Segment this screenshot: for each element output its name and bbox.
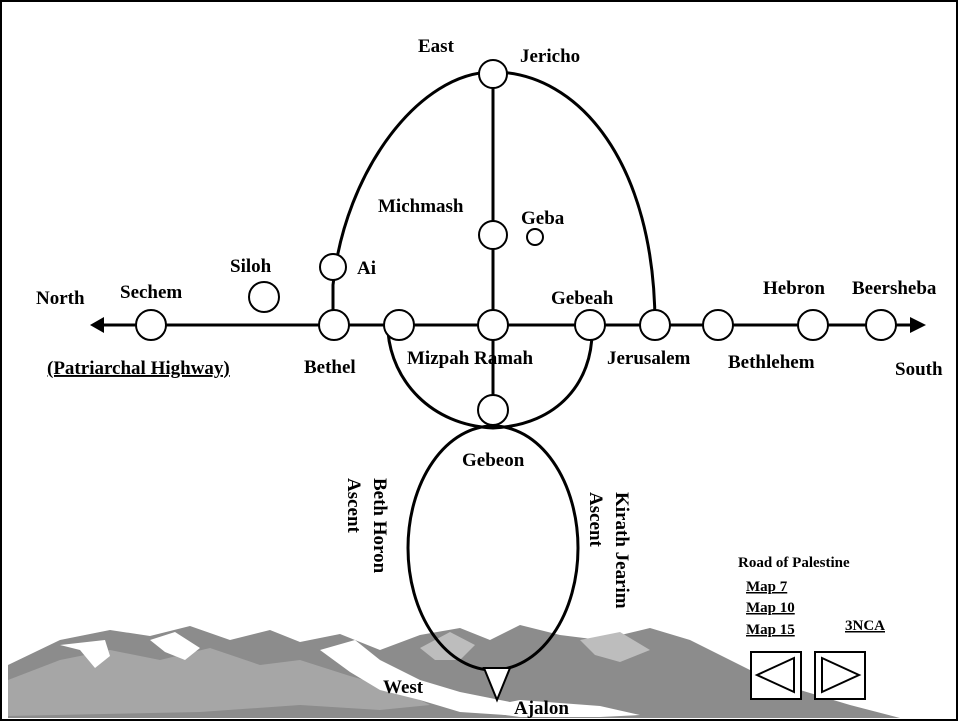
direction-south: South — [895, 359, 943, 380]
direction-west: West — [383, 677, 424, 698]
label-mizpah: Mizpah — [407, 348, 470, 369]
next-button[interactable] — [814, 651, 866, 700]
kirath-jearim-ascent-label: Kirath Jearim Ascent — [585, 492, 632, 609]
node-sechem — [135, 309, 167, 341]
next-arrow-icon[interactable] — [821, 656, 862, 694]
node-jericho — [478, 59, 508, 89]
legend-title: Road of Palestine — [738, 555, 850, 571]
map-7-link[interactable]: Map 7 — [746, 579, 788, 595]
prev-button[interactable] — [750, 651, 802, 700]
ajalon-marker-icon — [482, 667, 512, 703]
node-bethlehem — [702, 309, 734, 341]
map-10-link[interactable]: Map 10 — [746, 600, 795, 616]
mizpah-gebeah-road — [386, 331, 594, 430]
mountain-backdrop — [8, 625, 900, 718]
beth-horon-line1: Beth Horon — [369, 478, 390, 574]
node-michmash — [478, 220, 508, 250]
label-ramah: Ramah — [474, 348, 534, 369]
kirath-jearim-line2: Ascent — [585, 492, 606, 548]
node-ai — [319, 253, 347, 281]
node-hebron — [797, 309, 829, 341]
label-ajalon: Ajalon — [514, 698, 569, 719]
node-ramah — [477, 309, 509, 341]
labels: East Jericho Michmash Geba Ai Siloh Nort… — [36, 36, 943, 719]
north-arrowhead — [90, 317, 104, 333]
beth-horon-ascent-label: Beth Horon Ascent — [343, 478, 390, 574]
node-geba — [526, 228, 544, 246]
map-15-link[interactable]: Map 15 — [746, 622, 795, 638]
south-arrowhead — [910, 317, 926, 333]
prev-arrow-icon[interactable] — [754, 656, 795, 694]
label-jerusalem: Jerusalem — [607, 348, 691, 369]
label-siloh: Siloh — [230, 256, 272, 277]
label-beersheba: Beersheba — [852, 278, 937, 299]
patriarchal-highway-label: (Patriarchal Highway) — [47, 358, 230, 379]
code-3nca-link[interactable]: 3NCA — [845, 618, 885, 634]
direction-north: North — [36, 288, 85, 309]
label-bethel: Bethel — [304, 357, 356, 378]
label-gebeah: Gebeah — [551, 288, 614, 309]
node-beersheba — [865, 309, 897, 341]
node-bethel — [318, 309, 350, 341]
label-sechem: Sechem — [120, 282, 182, 303]
label-bethlehem: Bethlehem — [728, 352, 815, 373]
map-legend: Road of Palestine Map 7 Map 10 Map 15 3N… — [738, 555, 885, 700]
node-gebeah — [574, 309, 606, 341]
kirath-jearim-line1: Kirath Jearim — [611, 492, 632, 609]
node-jerusalem — [639, 309, 671, 341]
label-geba: Geba — [521, 208, 565, 229]
label-jericho: Jericho — [520, 46, 580, 67]
node-siloh — [248, 281, 280, 313]
label-hebron: Hebron — [763, 278, 825, 299]
beth-horon-line2: Ascent — [343, 478, 364, 534]
direction-east: East — [418, 36, 455, 57]
node-gebeon — [477, 394, 509, 426]
label-gebeon: Gebeon — [462, 450, 525, 471]
node-mizpah — [383, 309, 415, 341]
label-michmash: Michmash — [378, 196, 464, 217]
label-ai: Ai — [357, 258, 376, 279]
town-nodes — [135, 59, 897, 703]
